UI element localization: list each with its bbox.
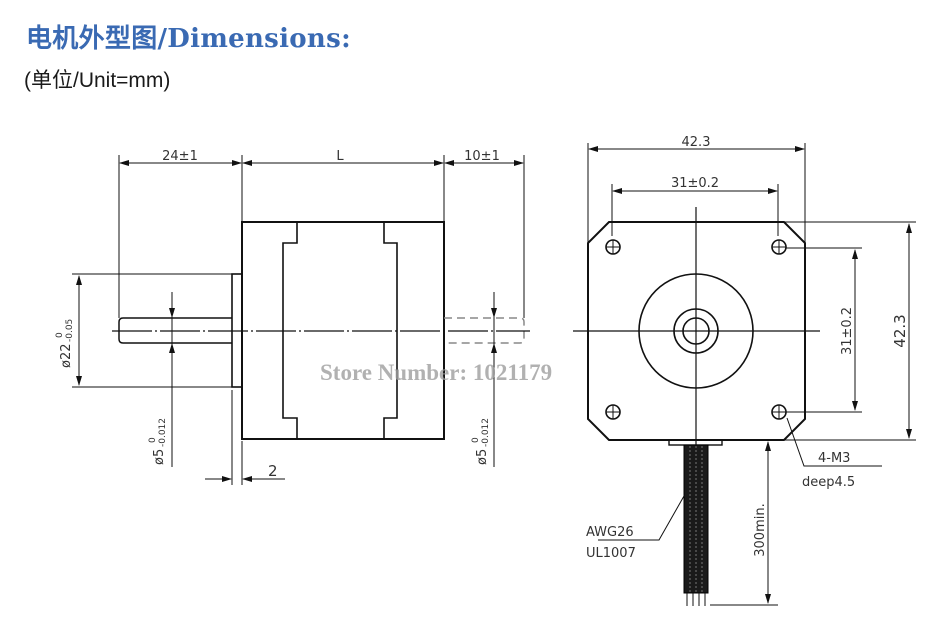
dim-shaft-rear: 10±1 xyxy=(464,149,500,164)
hole-spec: 4-M3 xyxy=(818,451,850,466)
dim-boss-tol-upper: 0 xyxy=(55,332,65,338)
wire-standard: UL1007 xyxy=(586,546,636,561)
dim-shaft-tol-lower-front: -0.012 xyxy=(158,418,168,447)
unit-label: (单位/Unit=mm) xyxy=(24,69,171,92)
dim-shaft-tol-upper-rear: 0 xyxy=(471,437,481,443)
dim-body-length: L xyxy=(336,149,344,164)
wire-gauge: AWG26 xyxy=(586,525,634,540)
dim-boss-height: 2 xyxy=(268,462,278,480)
dim-shaft-diameter-front: ø5 xyxy=(152,449,167,465)
hole-depth: deep4.5 xyxy=(802,475,855,490)
dim-width: 42.3 xyxy=(682,135,711,150)
dim-shaft-tol-lower-rear: -0.012 xyxy=(481,418,491,447)
dim-hole-spacing-v: 31±0.2 xyxy=(840,307,855,355)
dim-shaft-front: 24±1 xyxy=(162,149,198,164)
dim-hole-spacing-h: 31±0.2 xyxy=(671,176,719,191)
page-title: 电机外型图/Dimensions: xyxy=(26,24,351,54)
dim-boss-diameter: ø22 xyxy=(59,344,74,369)
dim-shaft-diameter-front-group: ø5 0 -0.012 xyxy=(148,418,168,465)
side-view xyxy=(72,155,530,485)
dim-boss-tol-lower: -0.05 xyxy=(65,319,75,342)
dim-height: 42.3 xyxy=(891,314,909,347)
front-view xyxy=(573,143,916,606)
dim-boss-diameter-group: ø22 0 -0.05 xyxy=(55,319,75,368)
dim-shaft-diameter-rear: ø5 xyxy=(475,449,490,465)
dim-shaft-diameter-rear-group: ø5 0 -0.012 xyxy=(471,418,491,465)
lead-length: 300min. xyxy=(753,503,768,556)
store-watermark: Store Number: 1021179 xyxy=(320,360,552,385)
dim-shaft-tol-upper-front: 0 xyxy=(148,437,158,443)
